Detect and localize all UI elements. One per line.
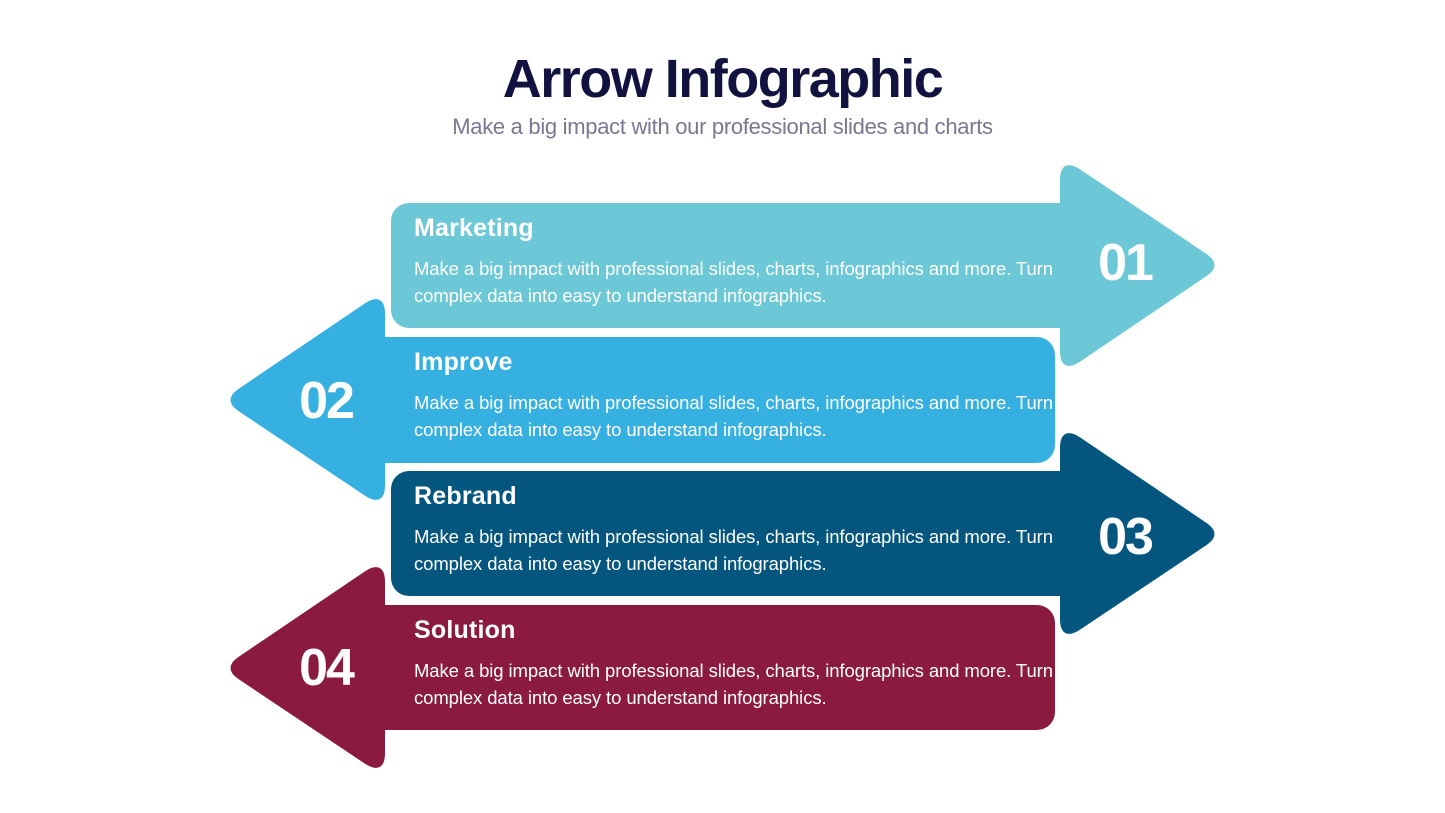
- step-number-04: 04: [299, 639, 355, 697]
- step-description: Make a big impact with professional slid…: [414, 392, 1053, 440]
- step-solution: Solution Make a big impact with professi…: [414, 615, 1054, 711]
- step-number-03: 03: [1098, 508, 1154, 566]
- step-improve: Improve Make a big impact with professio…: [414, 347, 1054, 443]
- arrow-02-shape: [230, 299, 1055, 500]
- arrow-04-shape: [230, 567, 1055, 768]
- arrow-01-shape: [391, 165, 1215, 366]
- step-rebrand: Rebrand Make a big impact with professio…: [414, 481, 1054, 577]
- step-description: Make a big impact with professional slid…: [414, 258, 1053, 306]
- step-marketing: Marketing Make a big impact with profess…: [414, 213, 1054, 309]
- page-subtitle: Make a big impact with our professional …: [452, 114, 993, 139]
- step-number-01: 01: [1098, 234, 1154, 292]
- arrow-03-shape: [391, 433, 1215, 634]
- step-title: Solution: [414, 616, 516, 644]
- step-description: Make a big impact with professional slid…: [414, 660, 1053, 708]
- step-title: Marketing: [414, 214, 534, 242]
- step-description: Make a big impact with professional slid…: [414, 526, 1053, 574]
- page-title: Arrow Infographic: [502, 49, 944, 109]
- step-number-02: 02: [299, 372, 355, 430]
- step-title: Improve: [414, 348, 513, 376]
- step-title: Rebrand: [414, 482, 517, 510]
